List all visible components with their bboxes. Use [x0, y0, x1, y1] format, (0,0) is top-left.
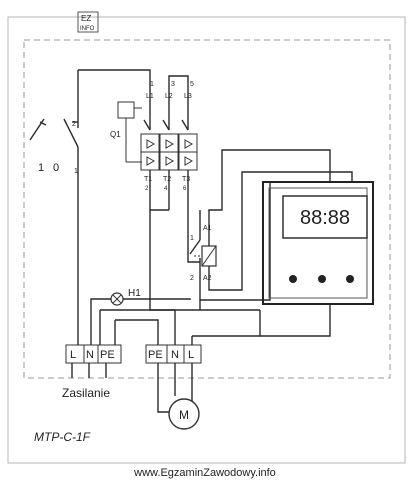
- breaker-bottom-pin-6: 6: [183, 186, 187, 192]
- breaker-label-l2: L2: [165, 93, 173, 100]
- logo-bottom: INFO: [80, 26, 95, 32]
- terminal-block-motor: PE N L: [145, 344, 202, 364]
- breaker-label-t1: T1: [144, 176, 152, 183]
- breaker-top-pin-5: 5: [190, 81, 194, 88]
- logo-top: EZ: [81, 14, 91, 23]
- breaker-label-l3: L3: [184, 93, 192, 100]
- terminal-left-l: L: [70, 349, 76, 361]
- switch-pin-bottom: 1: [74, 168, 78, 175]
- breaker-label-t2: T2: [163, 176, 171, 183]
- enclosure-dashed-frame: [23, 39, 391, 379]
- supply-label: Zasilanie: [62, 386, 110, 400]
- terminal-left-n: N: [86, 349, 94, 361]
- lamp-name: H1: [128, 288, 141, 299]
- relay-a1: A1: [203, 225, 212, 232]
- controller-button-3: [346, 275, 354, 283]
- temperature-controller: 88:88: [262, 181, 374, 305]
- breaker-top-pin-3: 3: [171, 81, 175, 88]
- switch-pos-0: 0: [53, 162, 59, 174]
- breaker-bottom-pin-4: 4: [164, 186, 168, 192]
- terminal-left-pe: PE: [100, 349, 115, 361]
- terminal-right-l: L: [188, 349, 194, 361]
- motor-breaker-q1: Q1 1 3 5 L1 L2 L3 T1 T2 T3 2 4: [110, 81, 198, 200]
- relay-contact-top: 1: [190, 235, 194, 242]
- terminal-right-pe: PE: [148, 349, 163, 361]
- motor-label: M: [179, 408, 189, 422]
- breaker-label-l1: L1: [146, 93, 154, 100]
- breaker-label-t3: T3: [182, 176, 190, 183]
- breaker-name: Q1: [110, 130, 121, 139]
- lamp-h1: H1: [90, 288, 191, 345]
- relay-k: 1 2 A1 A2: [189, 210, 217, 282]
- controller-button-1: [289, 275, 297, 283]
- relay-a2: A2: [203, 275, 212, 282]
- model-label: MTP-C-1F: [34, 430, 91, 444]
- controller-button-2: [318, 275, 326, 283]
- motor: M: [157, 363, 200, 430]
- logo: EZ INFO: [77, 11, 99, 33]
- switch-pin-top: 2: [72, 121, 76, 128]
- breaker-top-pin-1: 1: [150, 81, 154, 88]
- outer-frame: [7, 16, 406, 464]
- terminal-right-n: N: [171, 349, 179, 361]
- relay-contact-bottom: 2: [190, 275, 194, 282]
- main-switch: 1 0 2 1: [29, 70, 79, 175]
- controller-display: 88:88: [300, 207, 350, 229]
- breaker-bottom-pin-2: 2: [145, 186, 149, 192]
- terminal-block-supply: L N PE: [65, 344, 122, 378]
- watermark: www.EgzaminZawodowy.info: [133, 467, 276, 479]
- switch-pos-1: 1: [38, 162, 44, 174]
